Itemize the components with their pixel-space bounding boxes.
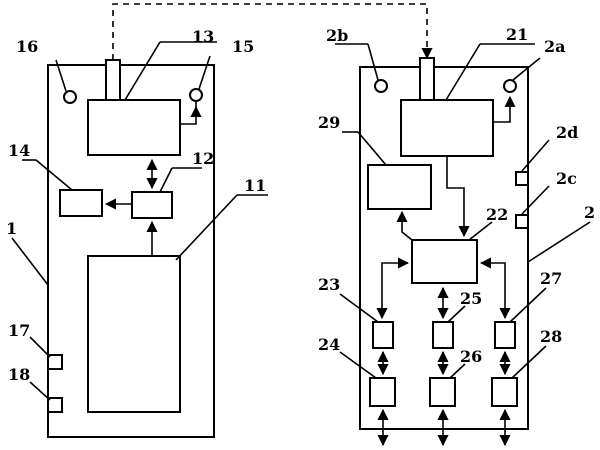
label-26: 26 — [460, 347, 482, 366]
leader-24 — [339, 351, 377, 379]
module-13 — [87, 99, 181, 156]
label-21: 21 — [506, 25, 528, 44]
element-2b-circle — [374, 79, 388, 93]
label-14: 14 — [8, 141, 30, 160]
element-2d — [515, 171, 529, 186]
wireless-link — [112, 3, 433, 60]
label-16: 16 — [16, 37, 38, 56]
label-15: 15 — [232, 37, 254, 56]
arrow-22-23 — [376, 257, 410, 320]
label-2b: 2b — [326, 26, 348, 45]
leader-21 — [445, 43, 481, 101]
element-15-circle — [189, 88, 203, 102]
module-26 — [429, 377, 456, 407]
label-25: 25 — [460, 289, 482, 308]
element-2a-circle — [503, 79, 517, 93]
leader-23 — [339, 293, 379, 323]
module-22 — [411, 239, 478, 284]
leader-1 — [11, 237, 49, 286]
module-21 — [400, 99, 494, 157]
leader-26 — [449, 363, 466, 379]
leader-15 — [198, 55, 211, 90]
label-29: 29 — [318, 113, 340, 132]
element-2c — [515, 214, 529, 229]
label-11: 11 — [244, 176, 266, 195]
label-2: 2 — [584, 203, 595, 222]
connector-13-stub — [105, 59, 121, 101]
arrow-22-27 — [479, 257, 511, 320]
element-18 — [47, 397, 63, 413]
module-27 — [494, 321, 516, 349]
label-2d: 2d — [556, 123, 578, 142]
arrow-22-to-29 — [396, 210, 413, 241]
module-11 — [87, 255, 181, 413]
leader-14 — [35, 159, 73, 191]
arrow-13-to-15 — [180, 105, 202, 125]
element-16-circle — [63, 90, 77, 104]
label-23: 23 — [318, 275, 340, 294]
module-29 — [367, 164, 432, 210]
module-24 — [369, 377, 396, 407]
label-2a: 2a — [544, 37, 566, 56]
leader-29 — [357, 131, 387, 166]
leader-2b — [367, 43, 379, 81]
leader-12 — [159, 167, 173, 193]
label-13: 13 — [192, 27, 214, 46]
leader-2d — [521, 139, 550, 172]
label-12: 12 — [192, 149, 214, 168]
label-2c: 2c — [556, 169, 577, 188]
leader-17 — [29, 336, 51, 358]
leader-13 — [124, 41, 161, 101]
leader-27 — [509, 287, 547, 323]
leader-2 — [527, 221, 591, 263]
leader-22 — [468, 221, 493, 241]
module-23 — [372, 321, 394, 349]
arrow-21-to-2a — [493, 95, 516, 123]
label-28: 28 — [540, 327, 562, 346]
module-28 — [491, 377, 518, 407]
label-27: 27 — [540, 269, 562, 288]
module-25 — [432, 321, 454, 349]
label-24: 24 — [318, 335, 340, 354]
leader-16 — [55, 59, 67, 92]
connector-21-stub — [419, 57, 435, 101]
leader-11 — [175, 194, 238, 261]
label-17: 17 — [8, 321, 30, 340]
arrow-21-to-22 — [446, 157, 470, 238]
module-12 — [131, 191, 173, 219]
module-14 — [59, 189, 103, 217]
element-17 — [47, 354, 63, 370]
label-22: 22 — [486, 205, 508, 224]
leader-2a — [512, 57, 541, 81]
label-1: 1 — [6, 219, 17, 238]
leader-28 — [511, 345, 547, 379]
label-18: 18 — [8, 365, 30, 384]
leader-18 — [29, 381, 51, 401]
leader-25 — [447, 305, 466, 323]
leader-2c — [521, 185, 550, 215]
